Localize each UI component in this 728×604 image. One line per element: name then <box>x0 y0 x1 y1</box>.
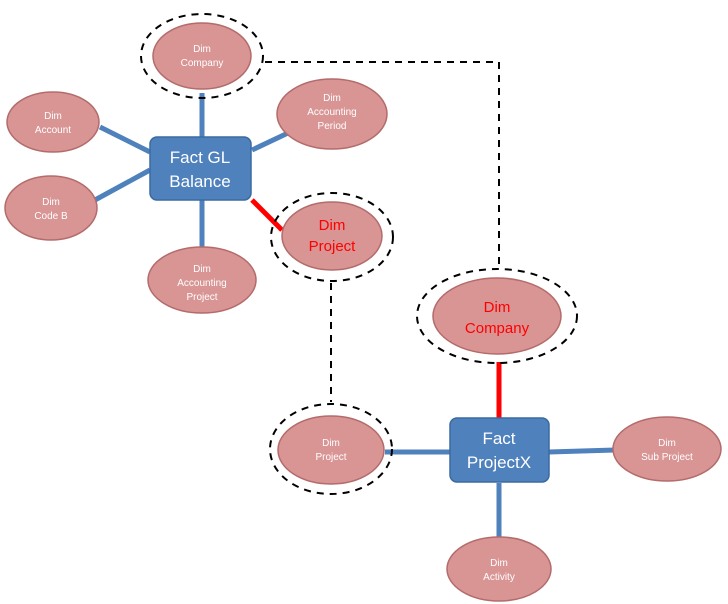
dim-accounting-period-line3: Period <box>318 121 347 132</box>
link-gl-account <box>98 124 152 155</box>
dashed-circle-company-red <box>416 268 578 364</box>
dim-project-bottom: Dim Project <box>277 415 385 485</box>
dashed-circle-project-bottom <box>269 403 393 495</box>
dim-company-red-line1: Dim <box>484 299 511 316</box>
dim-sub-project: Dim Sub Project <box>612 416 722 482</box>
dim-project-bottom-line1: Dim <box>322 438 340 449</box>
connectors <box>93 93 616 537</box>
link-gl-codeb <box>93 167 152 203</box>
fact-gl-balance-line1: Fact GL <box>170 148 230 167</box>
dim-sub-project-line2: Sub Project <box>641 452 693 463</box>
fact-projectx-line1: Fact <box>482 429 515 448</box>
dim-code-b: Dim Code B <box>4 175 98 241</box>
dim-project-red-line2: Project <box>309 238 357 255</box>
dim-account-line2: Account <box>35 125 71 136</box>
dim-code-b-line2: Code B <box>34 211 68 222</box>
dashed-company-link <box>265 61 500 270</box>
dim-accounting-project-line3: Project <box>186 292 217 303</box>
dashed-highlights <box>140 13 578 495</box>
fact-gl-balance-line2: Balance <box>169 172 230 191</box>
dim-sub-project-line1: Dim <box>658 438 676 449</box>
dim-project-red: Dim Project <box>281 201 383 271</box>
dim-account: Dim Account <box>6 91 100 153</box>
dim-account-line1: Dim <box>44 111 62 122</box>
dim-project-bottom-line2: Project <box>315 452 346 463</box>
dim-company-top-line2: Company <box>181 58 224 69</box>
dim-activity: Dim Activity <box>446 536 552 602</box>
dim-code-b-line1: Dim <box>42 197 60 208</box>
dim-accounting-project-line2: Accounting <box>177 278 226 289</box>
dim-company-red-line2: Company <box>465 320 530 337</box>
dim-accounting-period: Dim Accounting Period <box>276 78 388 150</box>
link-gl-period <box>250 130 290 153</box>
dim-accounting-project: Dim Accounting Project <box>147 246 257 314</box>
dashed-relations <box>265 61 500 402</box>
dim-activity-line1: Dim <box>490 558 508 569</box>
link-gl-project-red <box>250 198 284 232</box>
link-px-subproject <box>548 447 616 455</box>
dim-company-top-line1: Dim <box>193 44 211 55</box>
dim-activity-line2: Activity <box>483 572 515 583</box>
dim-accounting-period-line2: Accounting <box>307 107 356 118</box>
dashed-circle-project-red <box>270 192 394 282</box>
dim-company-top: Dim Company <box>152 22 252 90</box>
fact-gl-balance: Fact GL Balance <box>149 136 252 201</box>
fact-projectx-line2: ProjectX <box>467 453 531 472</box>
dim-company-red: Dim Company <box>432 277 562 355</box>
dim-project-red-line1: Dim <box>319 217 346 234</box>
dim-accounting-period-line1: Dim <box>323 93 341 104</box>
dashed-circle-company-top <box>140 13 264 99</box>
dim-accounting-project-line1: Dim <box>193 264 211 275</box>
fact-projectx: Fact ProjectX <box>449 417 550 483</box>
